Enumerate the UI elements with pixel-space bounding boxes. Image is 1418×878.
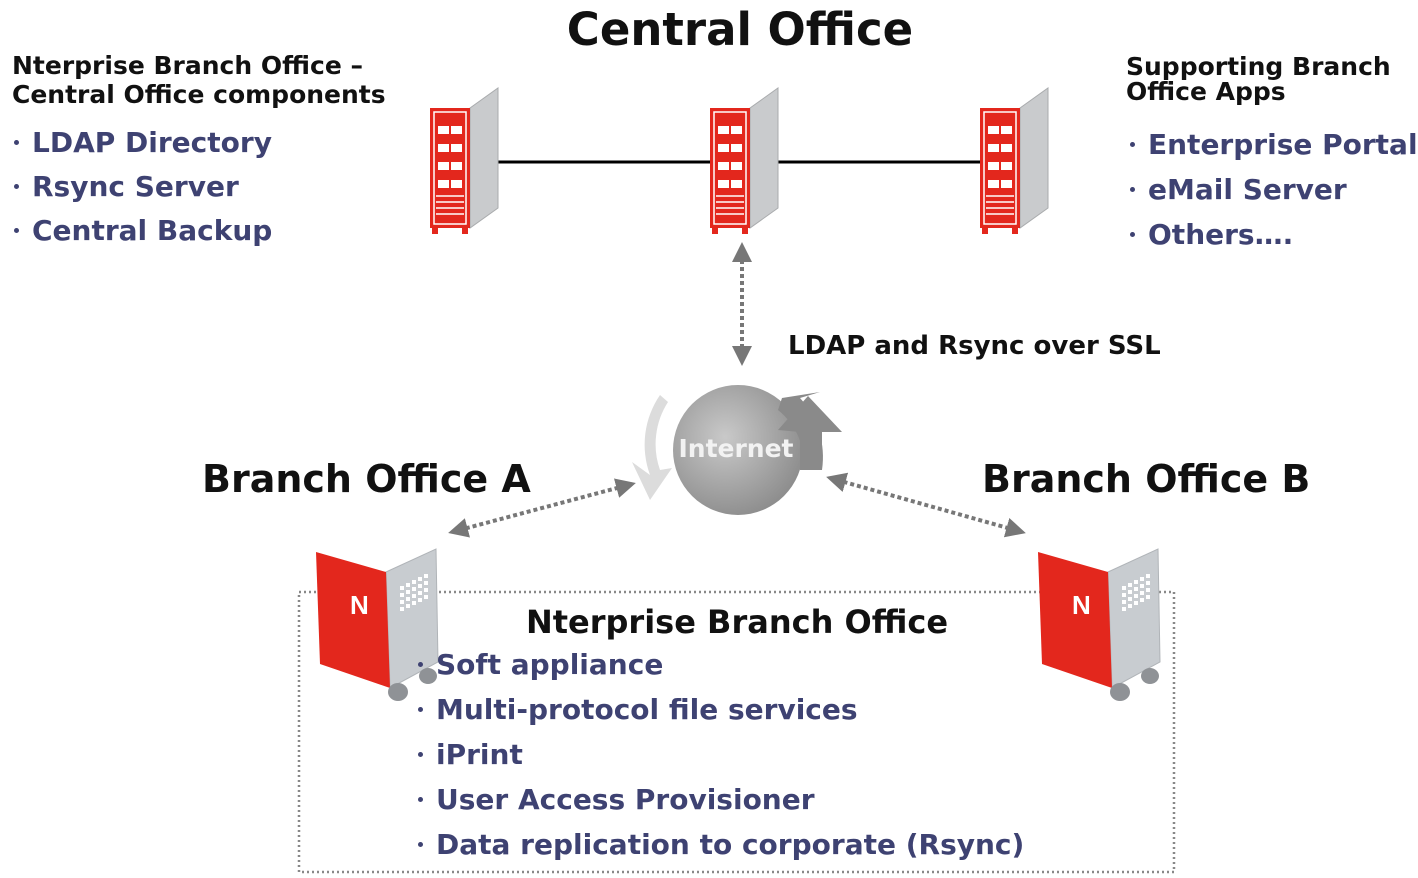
list-item: LDAP Directory bbox=[14, 126, 272, 170]
list-item: Multi-protocol file services bbox=[418, 693, 1024, 738]
list-item: User Access Provisioner bbox=[418, 783, 1024, 828]
central-components-heading-line1: Nterprise Branch Office – bbox=[12, 51, 363, 80]
branch-b-title: Branch Office B bbox=[982, 457, 1311, 501]
branch-b-server bbox=[1037, 548, 1161, 702]
branch-a-logo-letter: N bbox=[350, 590, 369, 620]
link-label: LDAP and Rsync over SSL bbox=[788, 331, 1161, 361]
list-item: Data replication to corporate (Rsync) bbox=[418, 828, 1024, 873]
branch-a-title: Branch Office A bbox=[202, 457, 531, 501]
nterprise-box-outline bbox=[297, 590, 1176, 874]
supporting-apps-heading-line2: Office Apps bbox=[1126, 77, 1286, 106]
central-components-panel: Nterprise Branch Office – Central Office… bbox=[12, 50, 386, 110]
branch-a-internet-link-arrow bbox=[448, 478, 636, 538]
central-server-middle bbox=[709, 87, 779, 235]
list-item: iPrint bbox=[418, 738, 1024, 783]
nterprise-features-list: Soft appliance Multi-protocol file servi… bbox=[418, 648, 1024, 873]
central-server-right bbox=[979, 87, 1049, 235]
central-office-title: Central Office bbox=[566, 3, 914, 56]
list-item: Rsync Server bbox=[14, 170, 272, 214]
internet-globe-icon bbox=[632, 385, 842, 515]
list-item: Enterprise Portal bbox=[1130, 128, 1418, 173]
list-item: Central Backup bbox=[14, 214, 272, 258]
nterprise-box-title: Nterprise Branch Office bbox=[525, 603, 949, 641]
internet-label: Internet bbox=[678, 434, 794, 463]
list-item: eMail Server bbox=[1130, 173, 1418, 218]
supporting-apps-list: Enterprise Portal eMail Server Others…. bbox=[1130, 128, 1418, 263]
branch-b-internet-link-arrow bbox=[826, 472, 1026, 538]
central-components-list: LDAP Directory Rsync Server Central Back… bbox=[14, 126, 272, 258]
list-item: Soft appliance bbox=[418, 648, 1024, 693]
list-item: Others…. bbox=[1130, 218, 1418, 263]
central-components-heading-line2: Central Office components bbox=[12, 80, 386, 109]
supporting-apps-panel: Supporting Branch Office Apps bbox=[1126, 52, 1391, 106]
supporting-apps-heading-line1: Supporting Branch bbox=[1126, 52, 1391, 81]
branch-b-logo-letter: N bbox=[1072, 590, 1091, 620]
central-server-left bbox=[429, 87, 499, 235]
